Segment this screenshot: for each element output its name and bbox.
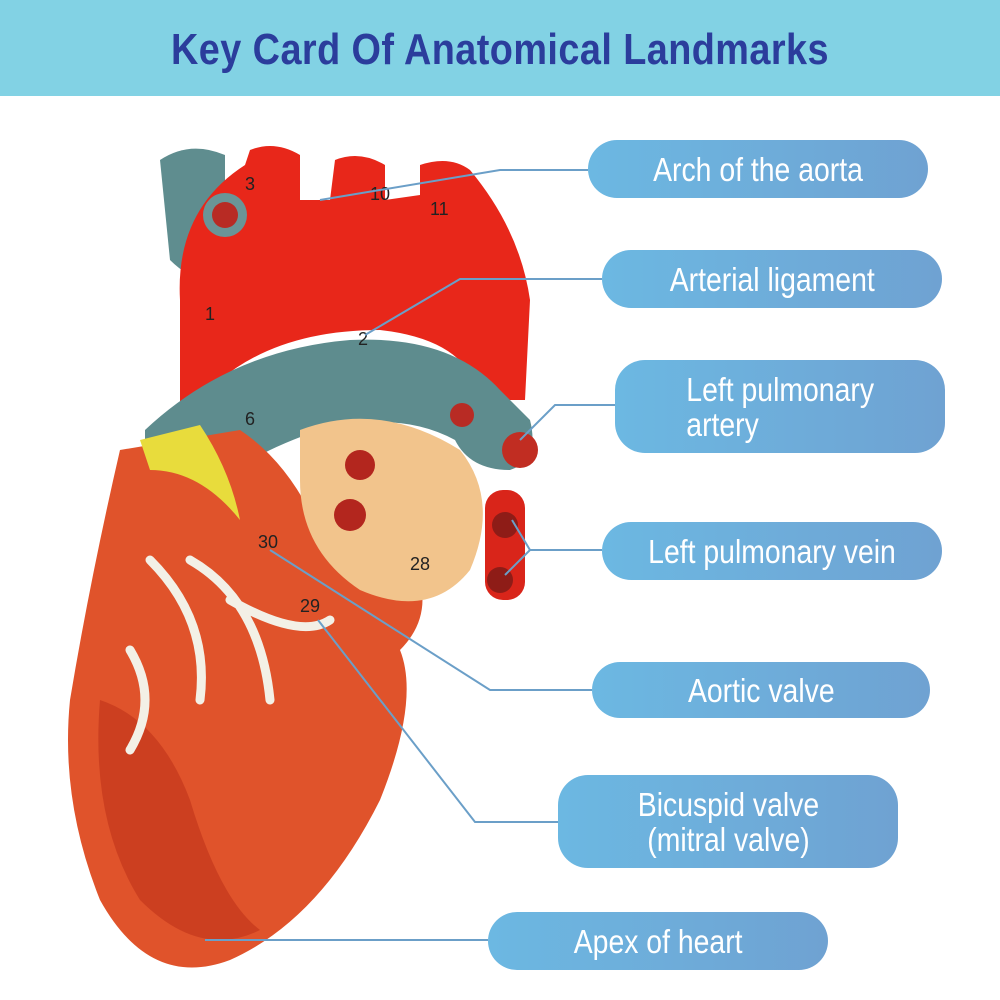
aortic-arch: [179, 146, 530, 420]
label-bicuspid-valve: Bicuspid valve (mitral valve): [558, 775, 898, 868]
header-banner: Key Card Of Anatomical Landmarks: [0, 0, 1000, 96]
label-arterial-ligament: Arterial ligament: [602, 250, 942, 308]
model-number: 3: [245, 174, 255, 194]
label-left-pulmonary-vein: Left pulmonary vein: [602, 522, 942, 580]
leader-line: [317, 619, 558, 823]
model-number: 1: [205, 304, 215, 324]
model-number: 6: [245, 409, 255, 429]
label-aortic-valve: Aortic valve: [592, 662, 930, 718]
model-number: 10: [370, 184, 390, 204]
model-number: 30: [258, 532, 278, 552]
label-left-pulmonary-artery: Left pulmonary artery: [615, 360, 945, 453]
label-arch-of-aorta: Arch of the aorta: [588, 140, 928, 198]
leader-line: [319, 169, 588, 201]
model-number: 11: [430, 199, 449, 219]
leader-line: [504, 549, 531, 576]
model-number: 29: [300, 596, 320, 616]
leader-line: [519, 404, 615, 441]
leader-line: [269, 549, 592, 691]
label-apex-of-heart: Apex of heart: [488, 912, 828, 970]
leader-line: [511, 519, 602, 551]
page-title: Key Card Of Anatomical Landmarks: [171, 25, 829, 74]
leader-line: [364, 278, 602, 336]
model-number: 28: [410, 554, 430, 574]
model-number: 2: [358, 329, 368, 349]
